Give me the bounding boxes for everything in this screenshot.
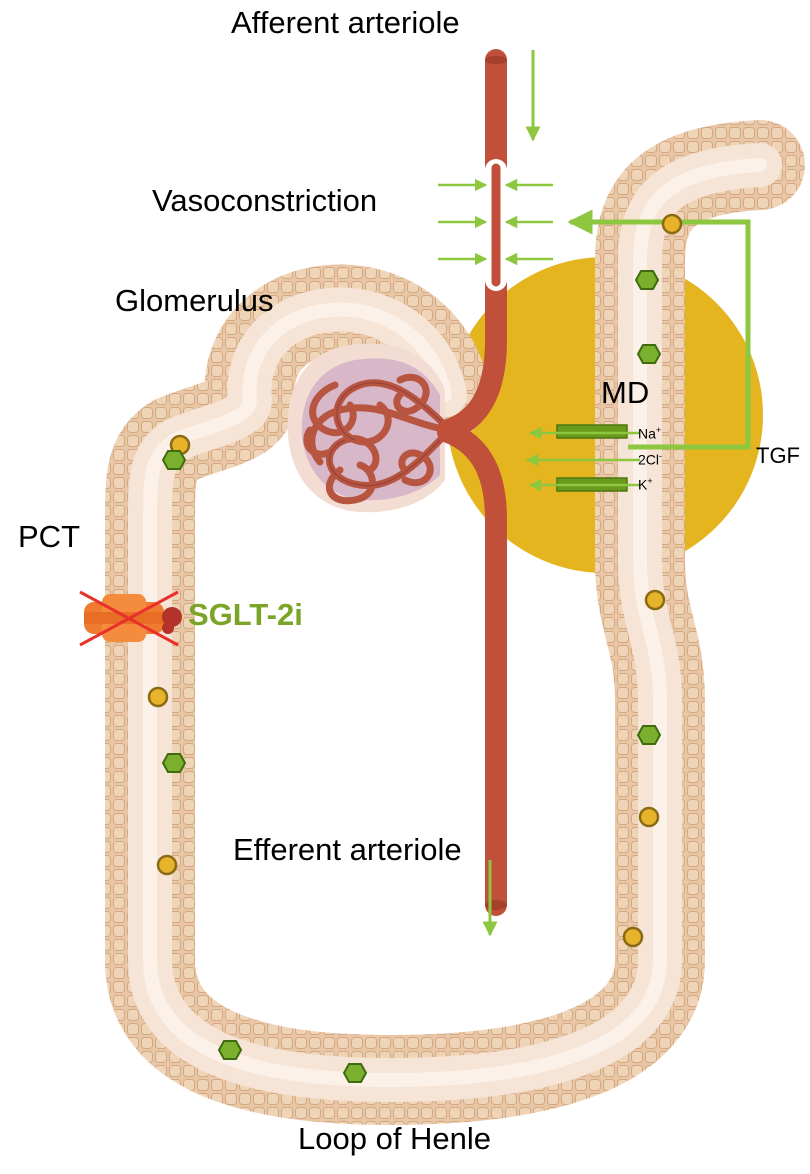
chloride-ion-label: 2Cl- bbox=[638, 451, 662, 468]
potassium-ion-label: K+ bbox=[638, 476, 653, 493]
tgf-label: TGF bbox=[756, 443, 800, 469]
macula-densa-label: MD bbox=[601, 375, 649, 411]
efferent-arteriole-label: Efferent arteriole bbox=[233, 832, 462, 868]
vasoconstriction-label: Vasoconstriction bbox=[152, 183, 377, 219]
afferent-arteriole-label: Afferent arteriole bbox=[231, 5, 460, 41]
loop-of-henle-label: Loop of Henle bbox=[298, 1121, 491, 1157]
sodium-ion-label: Na+ bbox=[638, 425, 661, 442]
glomerulus-label: Glomerulus bbox=[115, 283, 274, 319]
sglt2-inhibitor-label: SGLT-2i bbox=[188, 597, 303, 633]
pct-label: PCT bbox=[18, 519, 80, 555]
